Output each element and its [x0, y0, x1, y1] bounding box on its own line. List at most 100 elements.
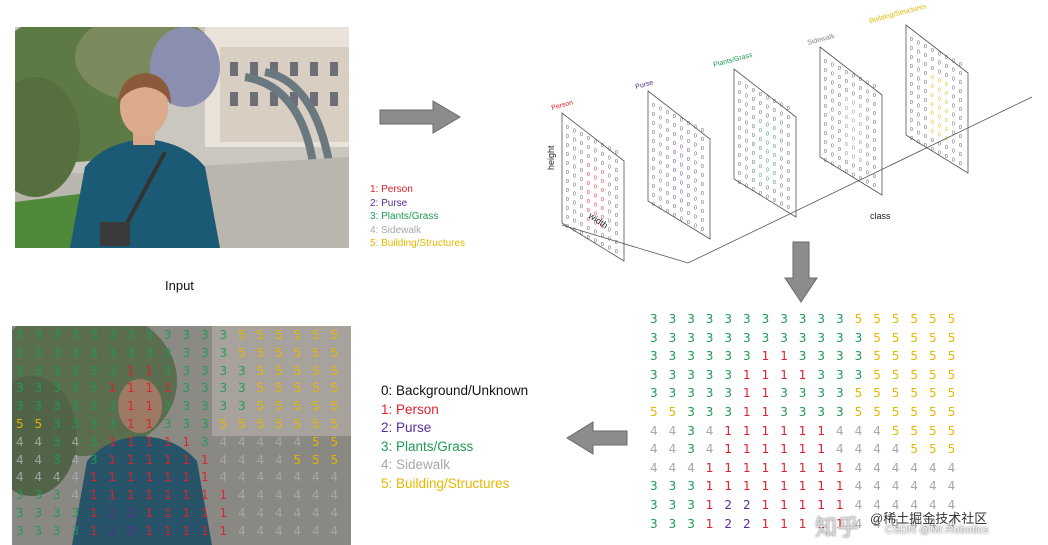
slice-cell: 0: [666, 119, 669, 125]
slice-cell: 0: [959, 71, 962, 77]
slice-cell: 0: [787, 169, 790, 175]
overlay-cell: 1: [108, 381, 117, 396]
slice-cell: 0: [787, 187, 790, 193]
overlay-cell: 3: [34, 345, 43, 360]
slice-cell: 0: [673, 204, 676, 210]
overlay-cell: 3: [34, 363, 43, 378]
slice-cell: 0: [601, 170, 604, 176]
slice-cell: 0: [694, 206, 697, 212]
overlay-cell: 1: [127, 381, 135, 396]
slice-cell: 0: [938, 96, 941, 102]
slice-label-person: Person: [551, 99, 574, 112]
overlay-cell: 3: [16, 506, 24, 520]
slice-cell: 0: [587, 172, 590, 178]
slice-cell: 0: [866, 99, 869, 105]
slice-cell: 0: [745, 121, 748, 127]
overlay-cell: 3: [182, 417, 191, 431]
seg-cell: 3: [650, 386, 658, 401]
slice-cell: 0: [759, 173, 762, 179]
slice-cell: 0: [866, 135, 869, 141]
overlay-cell: 1: [182, 506, 191, 520]
overlay-cell: 5: [312, 434, 320, 449]
overlay-cell: 4: [71, 470, 80, 485]
slice-cell: 0: [673, 159, 676, 165]
overlay-cell: 5: [238, 345, 246, 360]
seg-cell: 1: [798, 460, 807, 475]
slice-cell: 0: [580, 141, 583, 147]
slice-cell: 0: [845, 169, 848, 175]
overlay-cell: 3: [201, 328, 209, 342]
overlay-cell: 4: [312, 523, 320, 538]
seg-cell: 1: [724, 479, 733, 494]
slice-cell: 0: [694, 179, 697, 185]
slice-cell: 0: [952, 77, 955, 83]
slice-cell: 0: [687, 202, 690, 208]
seg-cell: 3: [836, 312, 844, 326]
overlay-cell: 4: [34, 434, 43, 449]
seg-cell: 3: [650, 516, 658, 531]
seg-cell: 4: [891, 460, 900, 475]
seg-cell: 5: [929, 442, 937, 457]
seg-cell: 4: [873, 460, 881, 475]
slice-cell: 0: [838, 102, 841, 108]
slice-cell: 0: [673, 177, 676, 183]
slice-cell: 0: [917, 113, 920, 119]
overlay-cell: 4: [238, 506, 246, 520]
overlay-cell: 4: [293, 434, 302, 449]
arrow-left-icon: [566, 421, 628, 455]
overlay-cell: 4: [256, 470, 265, 485]
seg-cell: 3: [854, 330, 863, 345]
slice-cell: 0: [838, 84, 841, 90]
slice-cell: 0: [838, 93, 841, 99]
seg-cell: 1: [761, 479, 770, 494]
slice-cell: 0: [766, 158, 769, 164]
slice-cell: 0: [652, 121, 655, 127]
seg-cell: 1: [761, 442, 770, 457]
overlay-cell: 1: [201, 488, 209, 503]
slice-cell: 0: [917, 104, 920, 110]
seg-cell: 3: [650, 312, 658, 326]
slice-cell: 0: [959, 62, 962, 68]
slice-cell: 0: [859, 167, 862, 173]
seg-cell: 2: [724, 498, 733, 512]
slice-cell: 0: [845, 151, 848, 157]
slice-cell: 0: [959, 116, 962, 122]
overlay-cell: 1: [145, 381, 154, 396]
slice-cell: 0: [701, 146, 704, 152]
slice-cell: 0: [787, 160, 790, 166]
overlay-cell: 3: [127, 328, 135, 342]
seg-cell: 3: [780, 405, 788, 419]
slice-cell: 0: [587, 226, 590, 232]
slice-cell: 0: [787, 124, 790, 130]
seg-cell: 5: [910, 386, 919, 401]
slice-cell: 0: [787, 106, 790, 112]
overlay-cell: 5: [293, 417, 302, 431]
slice-cell: 0: [615, 150, 618, 156]
slice-cell: 0: [659, 152, 662, 158]
seg-cell: 5: [910, 367, 919, 382]
slice-cell: 0: [673, 141, 676, 147]
slice-cell: 0: [845, 70, 848, 76]
overlay-cell: 5: [293, 452, 302, 467]
slice-cell: 0: [838, 66, 841, 72]
slice-cell: 0: [615, 177, 618, 183]
seg-cell: 3: [687, 479, 695, 494]
slice-cell: 0: [924, 107, 927, 113]
seg-cell: 5: [929, 386, 937, 401]
seg-cell: 3: [687, 330, 695, 345]
slice-cell: 0: [773, 162, 776, 168]
overlay-cell: 4: [238, 523, 246, 538]
slice-cell: 0: [866, 180, 869, 186]
seg-cell: 4: [854, 498, 863, 512]
slice-cell: 0: [573, 210, 576, 216]
overlay-cell: 3: [182, 345, 191, 360]
overlay-cell: 3: [108, 399, 117, 414]
slice-cell: 0: [666, 164, 669, 170]
slice-cell: 0: [852, 145, 855, 151]
seg-cell: 3: [724, 386, 733, 401]
slice-cell: 0: [766, 113, 769, 119]
slice-cell: 0: [666, 137, 669, 143]
slice-cell: 0: [766, 122, 769, 128]
slice-cell: 0: [687, 157, 690, 163]
slice-cell: 0: [738, 144, 741, 150]
